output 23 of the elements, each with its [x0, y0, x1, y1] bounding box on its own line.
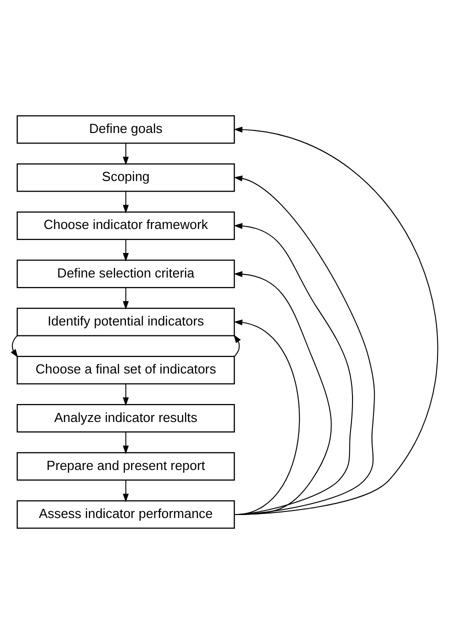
node-box: Define selection criteria — [16, 260, 235, 288]
node-box: Analyze indicator results — [16, 404, 235, 433]
arrow — [122, 239, 129, 262]
node-box: Prepare and present report — [16, 452, 235, 481]
arrow — [234, 334, 241, 357]
node-box: Assess indicator performance — [16, 500, 235, 529]
arrow — [10, 335, 18, 358]
arrow — [234, 271, 332, 516]
arrow — [234, 126, 438, 516]
node-box: Choose a final set of indicators — [16, 356, 235, 384]
arrow — [122, 383, 129, 406]
arrow — [122, 190, 129, 214]
node-box: Choose indicator framework — [16, 211, 235, 240]
node-box: Scoping — [16, 163, 235, 192]
arrow — [122, 432, 129, 454]
arrow — [234, 319, 300, 516]
arrow — [122, 142, 129, 166]
arrow — [122, 287, 129, 310]
arrow — [122, 480, 129, 502]
node-box: Define goals — [16, 115, 235, 144]
arrow — [234, 175, 375, 516]
arrow — [234, 223, 353, 516]
node-box: Identify potential indicators — [16, 308, 235, 336]
